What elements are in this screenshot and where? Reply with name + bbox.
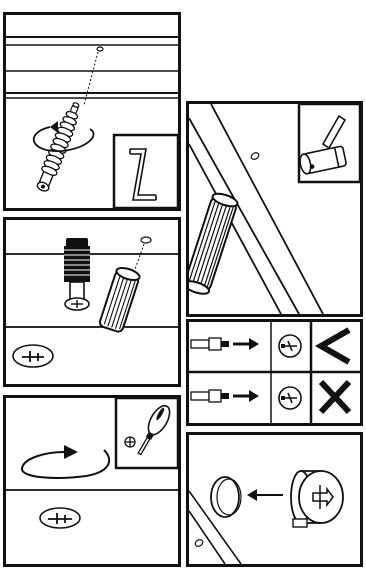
check-icon xyxy=(321,330,349,362)
panel-cam-lock-tighten xyxy=(3,395,181,567)
panel-dowel-hammer xyxy=(186,101,363,317)
panel-cover-cap xyxy=(186,432,363,567)
cross-icon xyxy=(321,382,349,412)
hole-icon xyxy=(194,538,204,547)
cam-lock-icon xyxy=(279,335,301,357)
panel-cam-bolt-install xyxy=(3,12,181,211)
arrow-left-icon xyxy=(247,489,283,501)
wooden-dowel-icon xyxy=(189,191,239,296)
arrow-right-icon xyxy=(233,338,259,350)
hole-icon xyxy=(250,151,260,160)
cam-bolt-icon xyxy=(64,238,90,310)
cam-lock-icon xyxy=(291,471,343,527)
phillips-head-icon xyxy=(125,437,135,447)
hole-icon xyxy=(97,47,103,51)
hole-icon xyxy=(141,237,151,243)
cam-lock-icon xyxy=(13,345,53,367)
cover-cap-icon xyxy=(211,477,241,517)
panel-orientation-check xyxy=(186,319,363,426)
arrow-right-icon xyxy=(233,390,259,402)
cam-lock-icon xyxy=(40,508,80,528)
cam-bolt-icon xyxy=(34,100,84,193)
wooden-dowel-icon xyxy=(99,266,141,333)
cam-lock-icon xyxy=(279,387,301,409)
cam-bolt-icon xyxy=(191,390,229,402)
cam-bolt-icon xyxy=(191,338,229,350)
panel-dowel-insert xyxy=(3,217,181,387)
rotate-arrow-icon xyxy=(22,445,109,478)
